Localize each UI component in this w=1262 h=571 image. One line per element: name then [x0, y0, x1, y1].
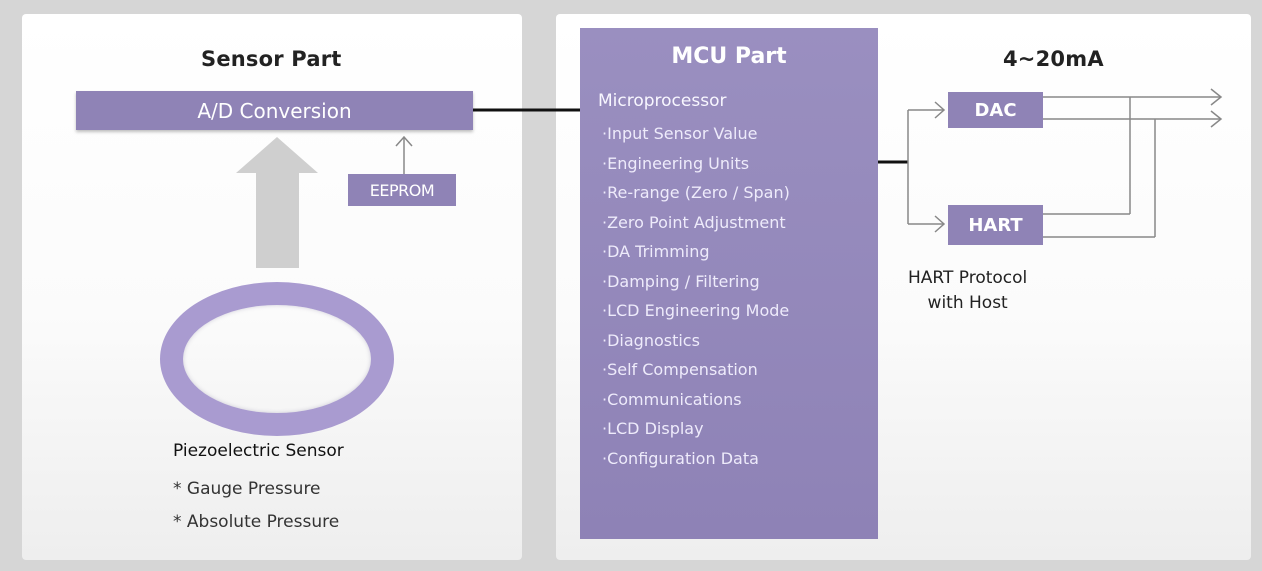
- list-item: Engineering Units: [602, 149, 790, 179]
- list-item: Configuration Data: [602, 444, 790, 474]
- list-item: Self Compensation: [602, 355, 790, 385]
- sensor-to-ad-arrow: [236, 137, 318, 268]
- hart-protocol-note: HART Protocol with Host: [908, 266, 1027, 316]
- hart-note-line1: HART Protocol: [908, 268, 1028, 288]
- sensor-label: Piezoelectric Sensor: [173, 441, 344, 461]
- output-title: 4~20mA: [1003, 47, 1104, 71]
- list-item: Communications: [602, 385, 790, 415]
- branch-lines: [907, 101, 946, 233]
- mcu-box: MCU Part Microprocessor Input Sensor Val…: [580, 28, 878, 539]
- list-item: LCD Engineering Mode: [602, 296, 790, 326]
- dac-output-lines: [1043, 88, 1223, 238]
- dac-box: DAC: [948, 92, 1043, 128]
- piezoelectric-sensor-ring: [160, 282, 394, 436]
- hart-note-line2: with Host: [927, 293, 1008, 313]
- hart-box: HART: [948, 205, 1043, 245]
- list-item: LCD Display: [602, 414, 790, 444]
- sensor-type-absolute: * Absolute Pressure: [173, 512, 340, 532]
- mcu-subtitle: Microprocessor: [598, 91, 727, 111]
- ad-conversion-box: A/D Conversion: [76, 91, 473, 130]
- eeprom-box: EEPROM: [348, 174, 456, 206]
- list-item: Input Sensor Value: [602, 119, 790, 149]
- list-item: DA Trimming: [602, 237, 790, 267]
- eeprom-arrow: [395, 135, 413, 174]
- list-item: Diagnostics: [602, 326, 790, 356]
- list-item: Re-range (Zero / Span): [602, 178, 790, 208]
- sensor-type-gauge: * Gauge Pressure: [173, 479, 321, 499]
- list-item: Damping / Filtering: [602, 267, 790, 297]
- sensor-part-title: Sensor Part: [201, 47, 342, 71]
- mcu-title: MCU Part: [671, 44, 787, 69]
- mcu-feature-list: Input Sensor Value Engineering Units Re-…: [602, 119, 790, 473]
- list-item: Zero Point Adjustment: [602, 208, 790, 238]
